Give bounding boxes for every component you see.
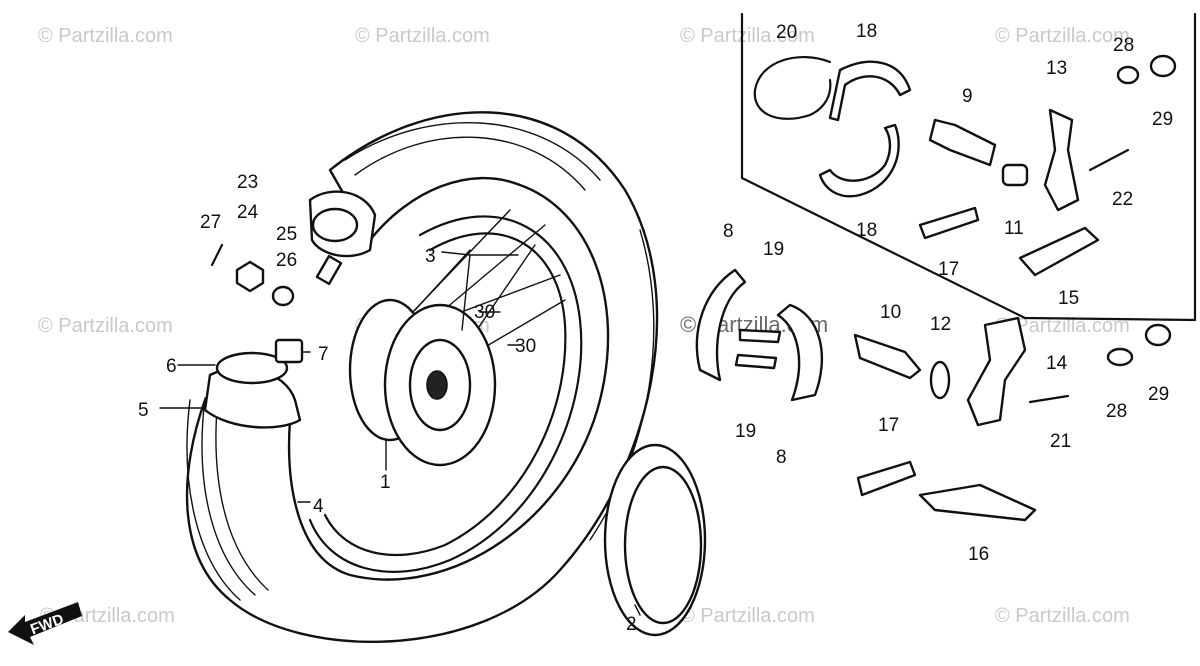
valve-cap xyxy=(274,338,304,364)
circlip-ring xyxy=(753,55,832,120)
dust-seal-plate xyxy=(918,483,1037,522)
fwd-label: FWD xyxy=(28,611,66,639)
watermark: © Partzilla.com xyxy=(38,25,173,47)
callout-number: 17 xyxy=(938,259,959,280)
rim xyxy=(308,215,583,573)
callout-number: 19 xyxy=(735,421,756,442)
callout-number: 21 xyxy=(1050,431,1071,452)
callout-number: 25 xyxy=(276,224,297,245)
brake-shoe xyxy=(776,303,823,402)
watermark: © Partzilla.com xyxy=(38,315,173,337)
callout-number: 28 xyxy=(1113,35,1134,56)
callout-number: 17 xyxy=(878,415,899,436)
callout-number: 7 xyxy=(318,344,329,365)
watermark: © Partzilla.com xyxy=(355,25,490,47)
upper-brake-shoe xyxy=(828,60,912,122)
cotter-pin xyxy=(210,243,224,267)
callout-number: 10 xyxy=(880,302,901,323)
tube-opening xyxy=(215,351,289,385)
callout-number: 19 xyxy=(763,239,784,260)
callout-number: 30 xyxy=(474,302,495,323)
callout-number: 18 xyxy=(856,220,877,241)
shoe-spring xyxy=(738,328,782,344)
callout-number: 12 xyxy=(930,314,951,335)
brake-panel-inset-frame xyxy=(740,12,1197,322)
callout-number: 28 xyxy=(1106,401,1127,422)
callout-number: 15 xyxy=(1058,288,1079,309)
wear-indicator xyxy=(1001,163,1029,187)
brake-spring xyxy=(856,460,917,497)
callout-number: 1 xyxy=(380,472,391,493)
callout-number: 23 xyxy=(237,172,258,193)
dust-seal xyxy=(1018,226,1100,277)
cap-nut xyxy=(1144,323,1172,347)
callout-numbers: 1 2 3 4 5 6 7 8 8 9 10 11 12 13 14 15 16… xyxy=(138,21,1173,635)
watermark: © Partzilla.com xyxy=(995,25,1130,47)
callout-number: 16 xyxy=(968,544,989,565)
callout-number: 22 xyxy=(1112,189,1133,210)
brake-cam xyxy=(853,333,922,380)
callout-number: 5 xyxy=(138,400,149,421)
hub xyxy=(348,298,497,467)
callout-number: 8 xyxy=(776,447,787,468)
brake-arm xyxy=(1043,108,1080,212)
wear-indicator-plate xyxy=(929,360,951,400)
leader-lines xyxy=(159,251,641,616)
callout-number: 11 xyxy=(1004,218,1024,239)
callout-number: 13 xyxy=(1046,58,1067,79)
callout-number: 29 xyxy=(1152,109,1173,130)
tire xyxy=(185,111,659,644)
brake-cam xyxy=(928,118,997,167)
brake-arm xyxy=(966,316,1027,427)
watermark: © Partzilla.com xyxy=(995,315,1130,337)
shoe-spring xyxy=(734,353,778,370)
watermark: © Partzilla.com xyxy=(680,605,815,627)
tube-valve xyxy=(315,254,343,286)
callout-number: 29 xyxy=(1148,384,1169,405)
arm-bolt xyxy=(1028,394,1070,404)
callout-number: 4 xyxy=(313,496,324,517)
tube-end xyxy=(311,207,359,243)
callout-number: 2 xyxy=(626,614,637,635)
callout-number: 18 xyxy=(856,21,877,42)
brake-shoe xyxy=(695,268,747,382)
watermark: © Partzilla.com xyxy=(995,605,1130,627)
spokes xyxy=(409,209,566,351)
callout-number: 6 xyxy=(166,356,177,377)
axle-nut xyxy=(235,260,265,293)
arm-bolt xyxy=(1088,148,1130,172)
callout-number: 26 xyxy=(276,250,297,271)
callout-number: 27 xyxy=(200,212,221,233)
callout-number: 9 xyxy=(962,86,973,107)
collar xyxy=(1106,347,1134,367)
callout-number: 3 xyxy=(425,246,436,267)
watermark: © Partzilla.com xyxy=(680,25,815,47)
washer xyxy=(271,285,295,307)
callout-number: 8 xyxy=(723,221,734,242)
callout-number: 24 xyxy=(237,202,259,223)
callout-number: 14 xyxy=(1046,353,1068,374)
brake-rotor-inner xyxy=(623,465,703,625)
collar xyxy=(1116,65,1140,85)
cap-nut xyxy=(1149,54,1177,78)
callout-number: 30 xyxy=(515,336,536,357)
callout-number: 20 xyxy=(776,22,797,43)
brake-spring xyxy=(918,206,980,240)
lower-brake-shoe xyxy=(818,123,900,198)
